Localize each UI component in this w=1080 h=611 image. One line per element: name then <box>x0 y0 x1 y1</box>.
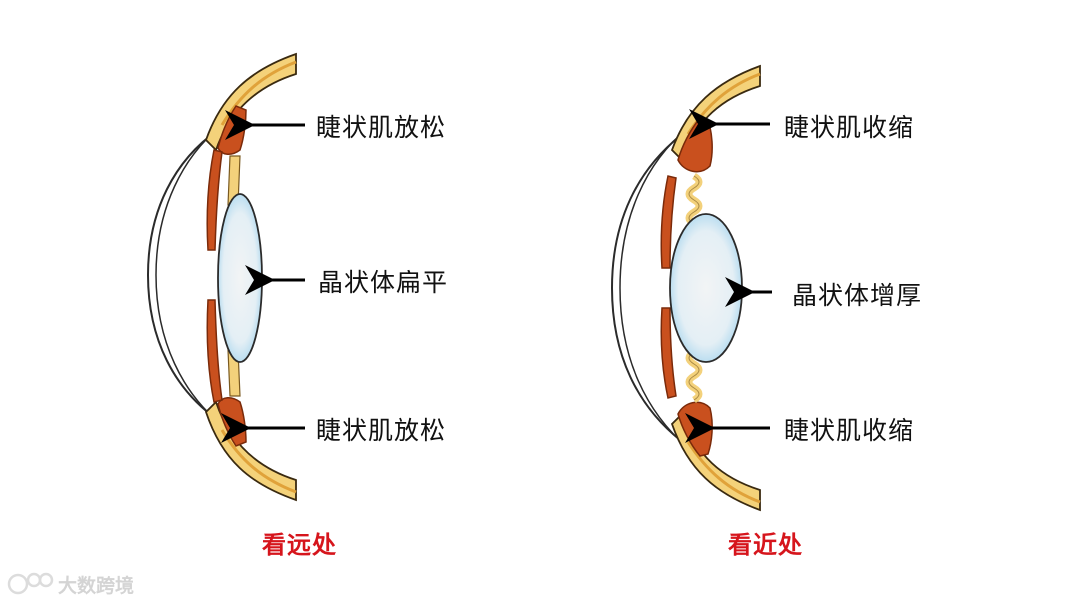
left-lens-flat <box>218 194 262 362</box>
watermark-logo-icon <box>9 574 52 593</box>
right-lens-thick <box>670 214 742 362</box>
right-label-ciliary-top: 睫状肌收缩 <box>784 108 914 144</box>
left-label-ciliary-top: 睫状肌放松 <box>316 108 446 144</box>
right-label-lens: 晶状体增厚 <box>792 276 922 312</box>
left-caption: 看远处 <box>262 525 337 560</box>
right-caption: 看近处 <box>728 525 803 560</box>
left-label-lens: 晶状体扁平 <box>318 263 448 299</box>
watermark-text: 大数跨境 <box>58 571 134 598</box>
left-cornea <box>148 130 218 420</box>
left-iris-top <box>207 150 222 250</box>
right-label-ciliary-bottom: 睫状肌收缩 <box>784 411 914 447</box>
left-eye <box>148 54 305 500</box>
right-eye <box>612 66 772 510</box>
left-label-ciliary-bottom: 睫状肌放松 <box>316 411 446 447</box>
